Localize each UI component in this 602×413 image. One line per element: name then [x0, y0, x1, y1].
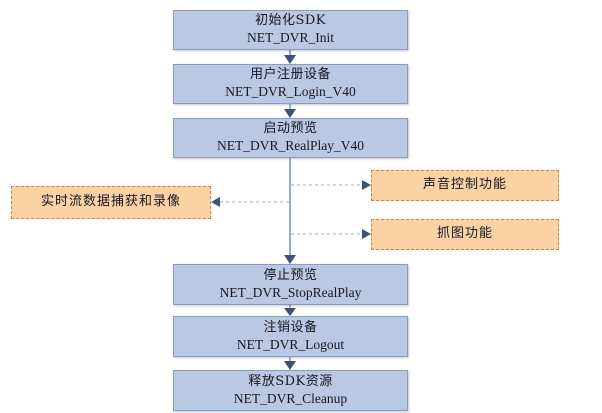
- node-sound-control-title: 声音控制功能: [422, 177, 507, 193]
- node-cleanup-sdk-api: NET_DVR_Cleanup: [233, 390, 348, 406]
- node-login-device-api: NET_DVR_Login_V40: [225, 84, 356, 100]
- node-start-preview[interactable]: 启动预览 NET_DVR_RealPlay_V40: [173, 118, 408, 158]
- node-logout-device-title: 注销设备: [263, 319, 318, 335]
- connector-stop-to-logout: [284, 305, 296, 316]
- node-logout-device[interactable]: 注销设备 NET_DVR_Logout: [173, 316, 408, 357]
- node-start-preview-api: NET_DVR_RealPlay_V40: [217, 138, 364, 154]
- node-stream-capture-record[interactable]: 实时流数据捕获和录像: [11, 186, 211, 219]
- connector-realplay-to-stream-capture: [211, 197, 289, 207]
- node-init-sdk[interactable]: 初始化SDK NET_DVR_Init: [173, 10, 408, 50]
- node-snapshot-title: 抓图功能: [436, 226, 493, 242]
- node-cleanup-sdk-title: 释放SDK资源: [248, 373, 333, 389]
- node-logout-device-api: NET_DVR_Logout: [236, 336, 345, 352]
- node-sound-control[interactable]: 声音控制功能: [371, 170, 559, 201]
- connector-realplay-to-snapshot: [291, 229, 371, 239]
- node-login-device-title: 用户注册设备: [249, 67, 331, 83]
- connector-logout-to-cleanup: [284, 357, 296, 370]
- node-cleanup-sdk[interactable]: 释放SDK资源 NET_DVR_Cleanup: [173, 370, 408, 411]
- connector-login-to-realplay: [284, 104, 296, 118]
- connector-realplay-to-sound-control: [291, 180, 371, 190]
- node-stop-preview[interactable]: 停止预览 NET_DVR_StopRealPlay: [173, 264, 408, 305]
- node-snapshot[interactable]: 抓图功能: [371, 219, 559, 250]
- node-start-preview-title: 启动预览: [263, 121, 318, 137]
- node-stream-capture-record-title: 实时流数据捕获和录像: [40, 194, 181, 210]
- node-init-sdk-title: 初始化SDK: [254, 13, 327, 29]
- connector-realplay-to-stop: [284, 158, 296, 264]
- node-login-device[interactable]: 用户注册设备 NET_DVR_Login_V40: [173, 64, 408, 104]
- node-stop-preview-title: 停止预览: [263, 267, 318, 283]
- node-stop-preview-api: NET_DVR_StopRealPlay: [219, 284, 362, 300]
- node-init-sdk-api: NET_DVR_Init: [247, 30, 334, 46]
- connector-init-to-login: [284, 50, 296, 64]
